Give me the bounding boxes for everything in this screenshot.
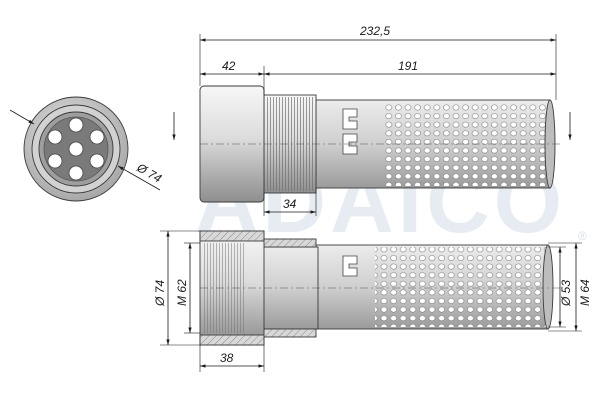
end-view-holes (47, 117, 105, 181)
external-thread-lines (266, 97, 314, 191)
dim-section-left: Ø 74 M 62 (153, 230, 200, 346)
section-strainer-holes (375, 247, 546, 327)
section-bayonet-slot (342, 255, 358, 277)
thread-length-label: 34 (283, 197, 297, 211)
dim-overall-length: 232,5 (199, 24, 557, 100)
overall-length-label: 232,5 (359, 24, 390, 38)
section-body-wall-top (255, 238, 317, 248)
section-arrows (172, 112, 572, 140)
dim-thread-length: 34 (263, 188, 317, 216)
dim-section-right: Ø 53 M 64 (548, 242, 592, 332)
section-body-wall-bottom (255, 328, 317, 338)
dim-nut-body: 42 191 (200, 59, 556, 95)
end-view-diameter-label: Ø 74 (134, 160, 165, 186)
section-nut-wall-top (199, 230, 265, 242)
section-thread-label: M 62 (175, 279, 189, 306)
section-outer-diameter-label: Ø 74 (153, 280, 167, 307)
bayonet-slot-lower (342, 133, 358, 155)
watermark-registered: ® (578, 229, 587, 243)
end-view-leader-bottom (117, 165, 161, 191)
bayonet-slot-upper (342, 108, 358, 130)
section-nut-wall-bottom (199, 334, 265, 346)
strainer-thread-label: M 64 (578, 279, 592, 306)
exterior-view (199, 85, 560, 203)
strainer-diameter-label: Ø 53 (559, 280, 573, 307)
section-nut-length-label: 38 (220, 351, 234, 365)
end-view-leader-top (9, 109, 35, 125)
dim-section-nut-length: 38 (199, 345, 265, 372)
nut-length-label: 42 (222, 59, 236, 73)
body-length-label: 191 (398, 59, 418, 73)
section-view (199, 230, 560, 346)
section-strainer-end (542, 244, 554, 330)
end-view: Ø 74 (9, 96, 165, 202)
